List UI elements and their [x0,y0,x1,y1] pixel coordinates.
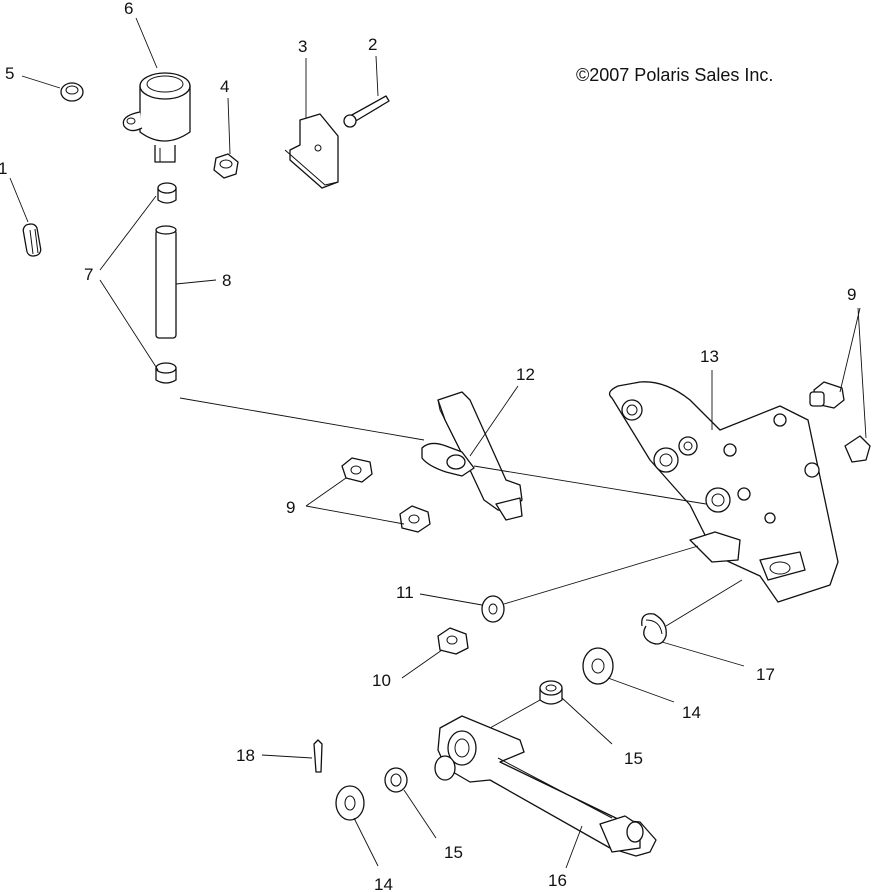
callout-14-right: 14 [682,703,701,722]
part-3-bracket [284,113,339,189]
callout-18: 18 [236,746,255,765]
part-16-pedal-arm [434,715,657,857]
part-14-washer-right [582,647,614,685]
callout-16: 16 [548,871,567,890]
part-7-bushings [155,182,177,384]
callout-9-top: 9 [847,285,856,304]
callout-1: 1 [0,159,7,178]
copyright-text: ©2007 Polaris Sales Inc. [576,65,773,85]
callout-17: 17 [756,665,775,684]
part-11-washer [481,595,505,623]
callout-14-bottom: 14 [374,875,393,892]
callout-5: 5 [5,64,14,83]
part-17-spring [641,613,667,645]
part-5-nut [60,82,84,102]
callout-3: 3 [298,37,307,56]
callout-6: 6 [124,0,133,18]
part-15-bushing-right [539,680,563,705]
part-12-lever [421,391,523,521]
part-9-bolts-right [809,381,871,463]
leader-lines [9,17,867,869]
callout-9-left: 9 [286,498,295,517]
part-4-bolt [213,153,239,179]
part-9-bolts-left [341,457,431,533]
callout-8: 8 [222,271,231,290]
callout-2: 2 [368,35,377,54]
callout-15-bottom: 15 [444,843,463,862]
callout-7: 7 [84,265,93,284]
part-2-screw [343,95,390,128]
part-15-bushing-bottom [384,767,408,793]
callout-10: 10 [372,671,391,690]
part-14-washer-bottom [335,785,365,821]
callout-numbers: 1 2 3 4 5 6 7 8 9 9 10 11 12 13 14 14 15… [0,0,856,892]
callout-4: 4 [220,77,229,96]
part-6-reservoir [122,72,191,163]
part-18-cotter-pin [313,739,323,773]
callout-11: 11 [396,583,414,602]
part-10-bolt [437,627,469,655]
callout-15-right: 15 [624,749,643,768]
callout-12: 12 [516,365,535,384]
part-13-plate [608,381,839,603]
part-8-rod [155,225,177,339]
part-1-pin [22,223,42,257]
callout-13: 13 [700,347,719,366]
